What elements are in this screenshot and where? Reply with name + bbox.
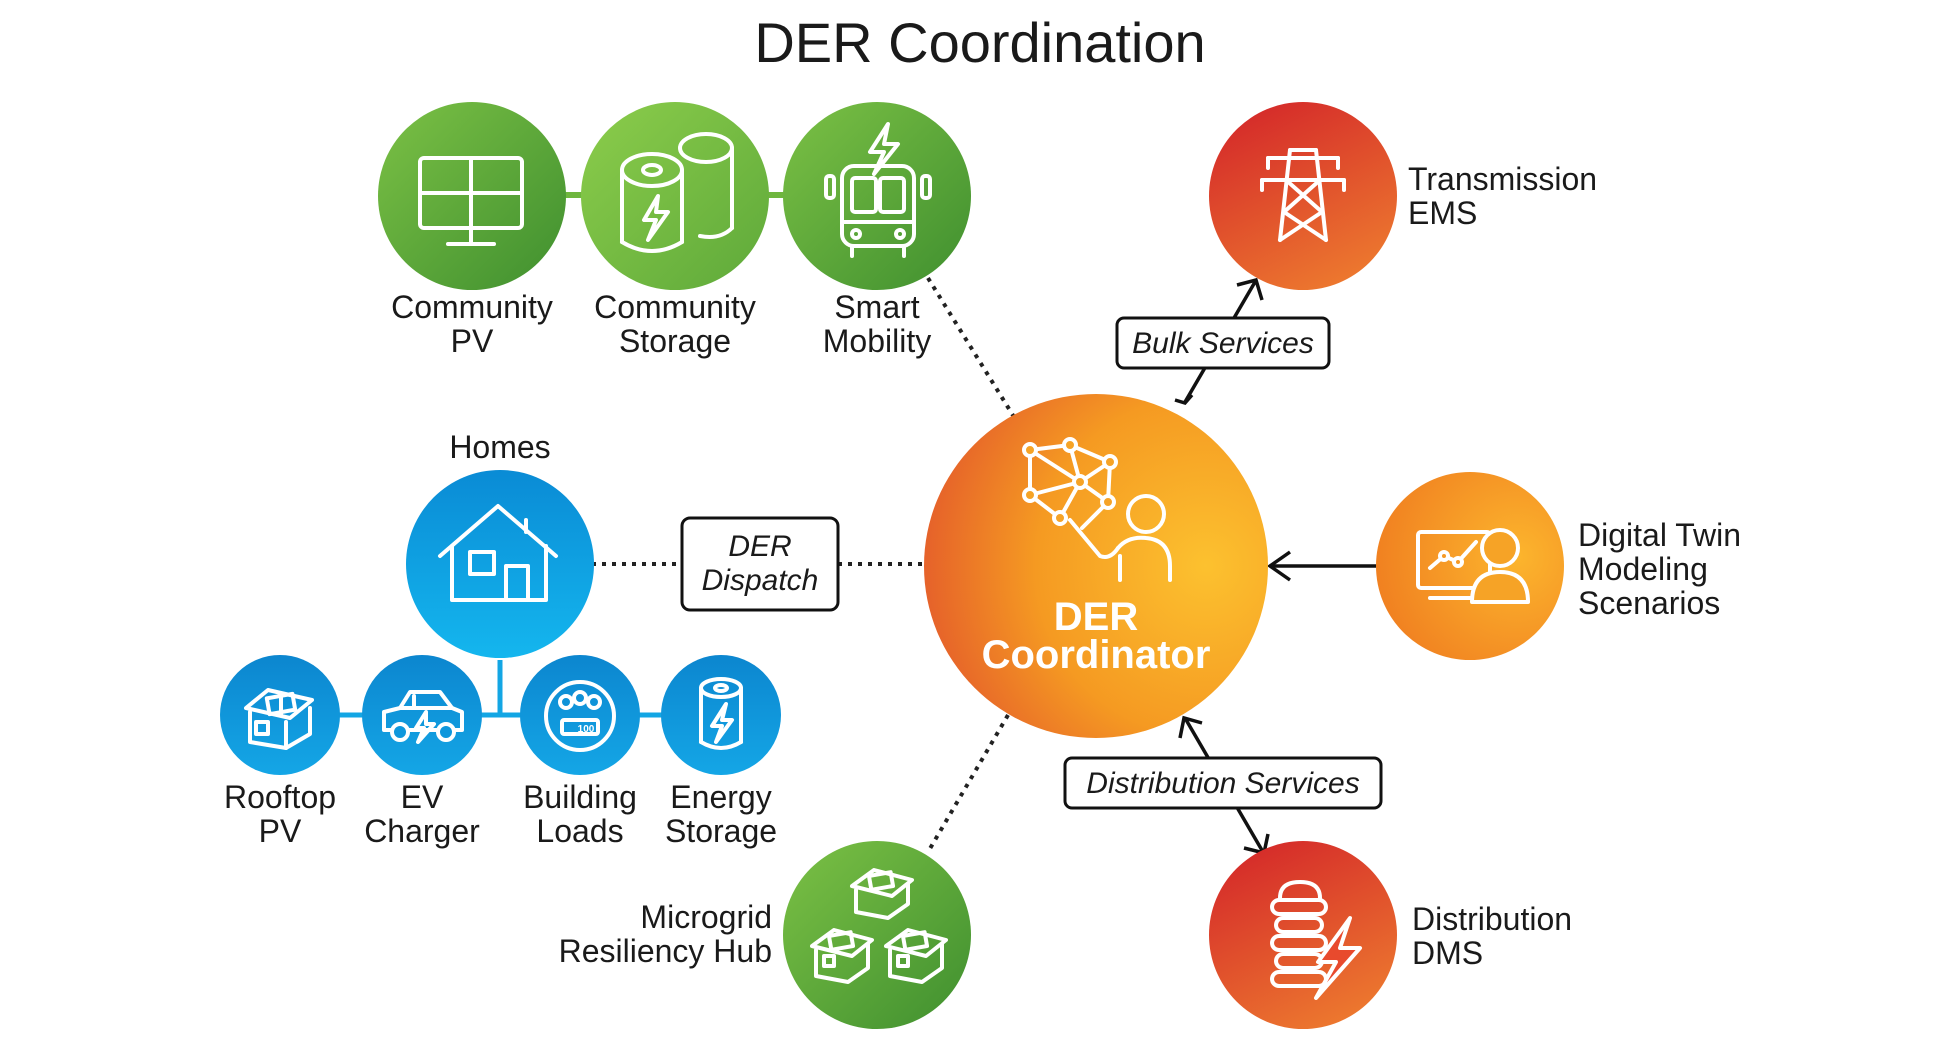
meter-icon bbox=[544, 680, 616, 752]
community-storage-label-2: Storage bbox=[619, 323, 731, 359]
ev-charger-label-2: Charger bbox=[364, 813, 480, 849]
building-loads-label-2: Loads bbox=[536, 813, 623, 849]
analyst-screen-icon bbox=[1416, 528, 1530, 604]
smart-mobility-label-1: Smart bbox=[834, 289, 919, 325]
smart-mobility-node: Smart Mobility bbox=[783, 102, 971, 359]
microgrid-label-1: Microgrid bbox=[640, 899, 772, 935]
building-loads-label-1: Building bbox=[523, 779, 637, 815]
insulator-bolt-icon bbox=[1270, 880, 1362, 1000]
transmission-node: Transmission EMS bbox=[1209, 102, 1597, 290]
der-dispatch-label-1: DER bbox=[728, 530, 791, 563]
der-coordinator-hub: DER Coordinator bbox=[924, 394, 1268, 738]
electric-car-icon bbox=[382, 690, 464, 744]
transmission-label-2: EMS bbox=[1408, 195, 1477, 231]
digital-twin-node: Digital Twin Modeling Scenarios bbox=[1376, 472, 1741, 660]
ev-charger-label-1: EV bbox=[401, 779, 444, 815]
battery-rolls-icon bbox=[620, 132, 734, 253]
hub-label-2: Coordinator bbox=[982, 633, 1211, 677]
meter-readout: 100 bbox=[578, 724, 595, 735]
bulk-services-box: Bulk Services bbox=[1115, 316, 1331, 370]
der-dispatch-label-2: Dispatch bbox=[702, 564, 819, 597]
rooftop-pv-node: Rooftop PV bbox=[220, 655, 340, 849]
homes-label: Homes bbox=[449, 429, 550, 465]
digital-twin-label-1: Digital Twin bbox=[1578, 517, 1741, 553]
houses-cluster-icon bbox=[810, 868, 948, 984]
rooftop-solar-house-icon bbox=[244, 688, 314, 750]
distribution-label-1: Distribution bbox=[1412, 901, 1572, 937]
battery-icon bbox=[699, 677, 743, 750]
digital-twin-label-2: Modeling bbox=[1578, 551, 1708, 587]
electric-bus-icon bbox=[824, 122, 932, 258]
hub-label-1: DER bbox=[1054, 595, 1139, 639]
distribution-services-label: Distribution Services bbox=[1086, 767, 1359, 800]
digital-twin-label-3: Scenarios bbox=[1578, 585, 1720, 621]
community-pv-label-1: Community bbox=[391, 289, 553, 325]
community-storage-node: Community Storage bbox=[581, 102, 769, 359]
distribution-label-2: DMS bbox=[1412, 935, 1483, 971]
transmission-label-1: Transmission bbox=[1408, 161, 1597, 197]
distribution-node: Distribution DMS bbox=[1209, 841, 1572, 1029]
transmission-tower-icon bbox=[1260, 148, 1346, 242]
homes-node: Homes bbox=[406, 429, 594, 658]
distribution-services-box: Distribution Services bbox=[1063, 756, 1383, 810]
microgrid-label-2: Resiliency Hub bbox=[559, 933, 772, 969]
smart-mobility-label-2: Mobility bbox=[823, 323, 931, 359]
microgrid-node: Microgrid Resiliency Hub bbox=[559, 841, 971, 1029]
bulk-services-label: Bulk Services bbox=[1132, 327, 1314, 360]
connectors bbox=[280, 192, 1385, 856]
rooftop-pv-label-2: PV bbox=[259, 813, 302, 849]
energy-storage-node: Energy Storage bbox=[661, 655, 781, 849]
diagram-title: DER Coordination bbox=[754, 11, 1205, 74]
community-pv-node: Community PV bbox=[378, 102, 566, 359]
house-icon bbox=[438, 504, 558, 602]
energy-storage-label-2: Storage bbox=[665, 813, 777, 849]
rooftop-pv-label-1: Rooftop bbox=[224, 779, 336, 815]
ev-charger-node: EV Charger bbox=[362, 655, 482, 849]
network-person-icon bbox=[1022, 437, 1172, 582]
community-pv-label-2: PV bbox=[451, 323, 494, 359]
der-dispatch-box: DER Dispatch bbox=[680, 516, 840, 612]
community-storage-label-1: Community bbox=[594, 289, 756, 325]
solar-panel-icon bbox=[418, 156, 524, 246]
energy-storage-label-1: Energy bbox=[670, 779, 771, 815]
building-loads-node: 100 Building Loads bbox=[520, 655, 640, 849]
